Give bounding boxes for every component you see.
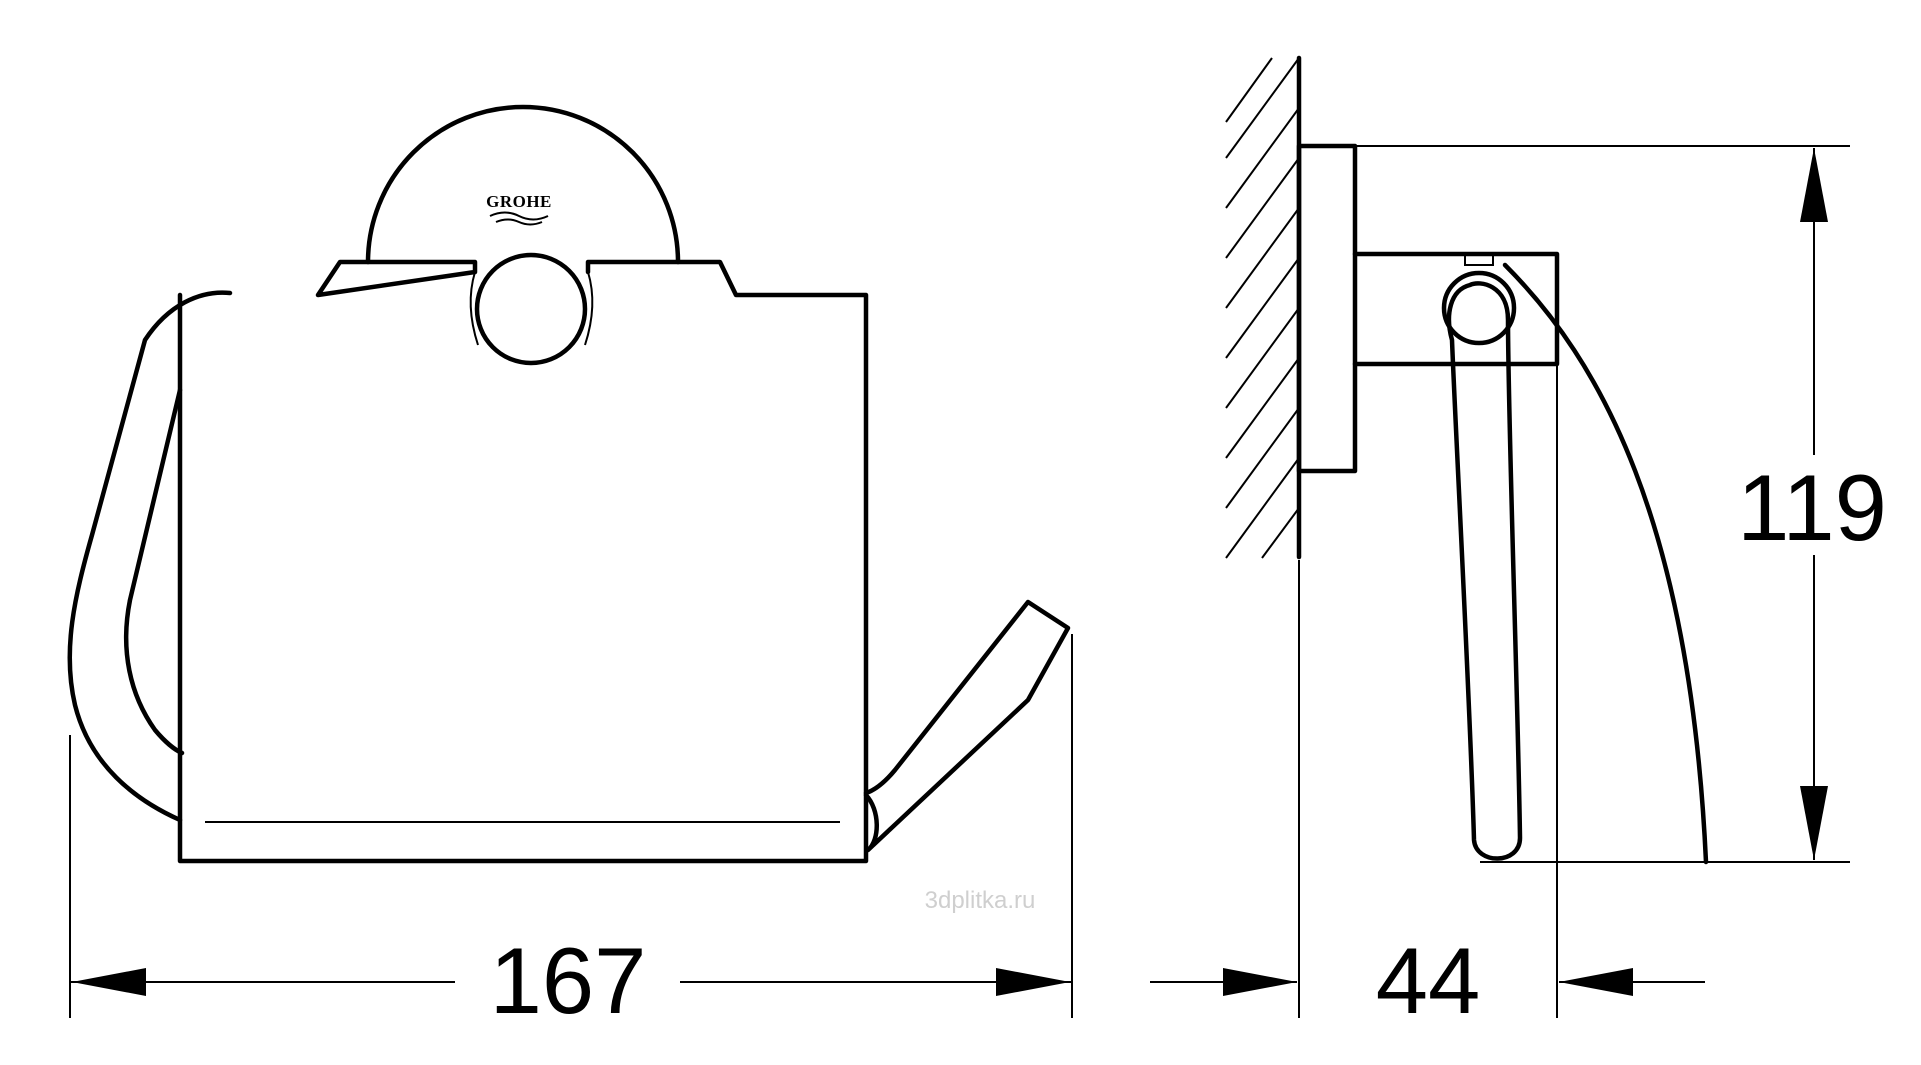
center-knob <box>474 252 588 366</box>
pivot-ring <box>1441 270 1517 346</box>
watermark-text: 3dplitka.ru <box>925 887 1036 914</box>
knob-edge-left <box>469 271 479 346</box>
holder-arm-end <box>863 599 1071 853</box>
holder-arm <box>67 290 233 823</box>
front-view: GROHE <box>67 104 1071 864</box>
wall-rosette <box>365 104 681 265</box>
pivot-cap <box>1464 252 1494 266</box>
holder-arm-inner <box>123 387 185 756</box>
logo-mark: GROHE <box>486 192 552 226</box>
side-view <box>1225 55 1709 865</box>
height-dimension-label: 119 <box>1737 455 1887 560</box>
logo-text: GROHE <box>486 192 552 211</box>
dimension-lines: 167 44 119 <box>69 145 1887 1033</box>
knob-edge-right <box>584 271 594 346</box>
rosette-side <box>1296 143 1358 474</box>
cover-edge-curve <box>1502 262 1709 865</box>
hanging-arm <box>1446 281 1523 861</box>
wall-hatching <box>1225 57 1300 559</box>
cover-plate <box>177 259 869 864</box>
depth-dimension-label: 44 <box>1376 928 1481 1033</box>
width-dimension-label: 167 <box>490 928 647 1033</box>
bracket-block <box>1352 251 1560 367</box>
